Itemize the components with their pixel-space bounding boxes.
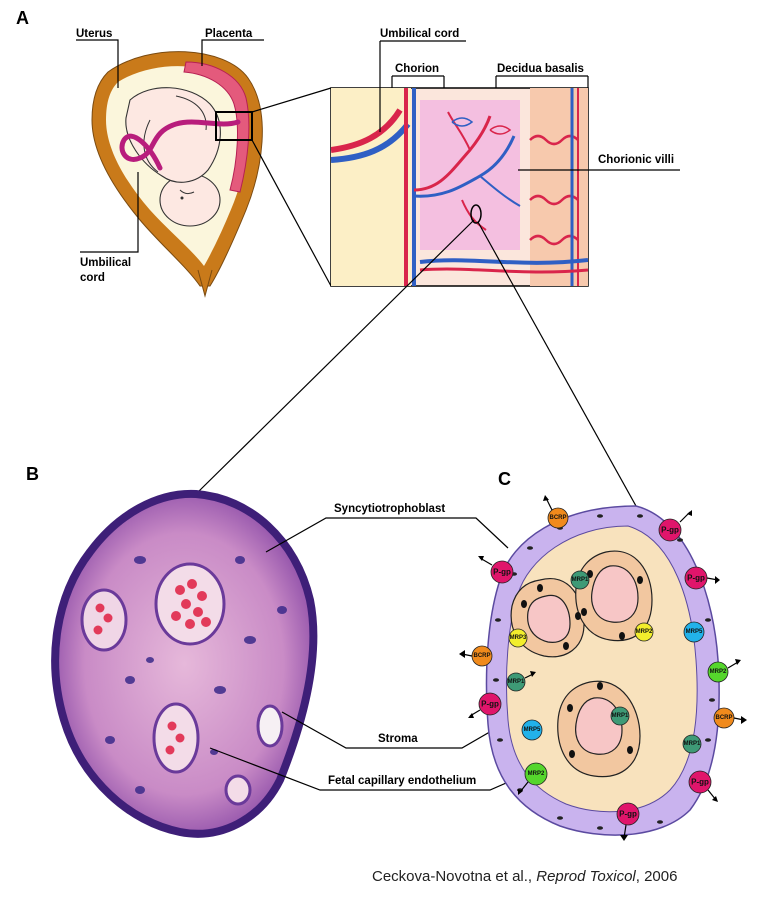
- pgp-transporter: P-gp: [688, 770, 718, 802]
- mrp1-transporter: MRP1: [682, 734, 702, 754]
- pgp-transporter: P-gp: [658, 510, 692, 542]
- mrp2-label: MRP2: [528, 771, 545, 777]
- pgp-label: P-gp: [661, 526, 679, 535]
- bcrp-label: BCRP: [715, 715, 732, 721]
- label-uterus: Uterus: [76, 28, 112, 40]
- mrp2-transporter: MRP2: [707, 659, 741, 683]
- citation: Ceckova-Novotna et al., Reprod Toxicol, …: [372, 868, 677, 885]
- pgp-transporter: P-gp: [684, 566, 720, 590]
- bcrp-label: BCRP: [473, 653, 490, 659]
- mrp5-transporter: MRP5: [521, 719, 543, 741]
- pgp-label: P-gp: [619, 810, 637, 819]
- mrp1-label: MRP1: [572, 577, 589, 583]
- pgp-transporter: P-gp: [478, 556, 514, 584]
- panel-c-letter: C: [498, 469, 511, 489]
- label-stroma: Stroma: [378, 733, 418, 745]
- mrp3-transporter: MRP3: [508, 628, 528, 648]
- panel-a-letter: A: [16, 8, 29, 28]
- mrp2-label: MRP2: [636, 629, 653, 635]
- bcrp-transporter: BCRP: [713, 707, 747, 729]
- mrp1-transporter: MRP1: [506, 671, 536, 692]
- label-placenta: Placenta: [205, 28, 253, 40]
- label-decidua-basalis: Decidua basalis: [497, 63, 584, 75]
- uterus-illustration: [91, 51, 263, 298]
- mrp1-label: MRP1: [612, 713, 629, 719]
- bcrp-label: BCRP: [549, 515, 566, 521]
- mrp5-transporter: MRP5: [683, 621, 705, 643]
- citation-suffix: , 2006: [635, 868, 678, 885]
- label-fetal-capillary-endothelium: Fetal capillary endothelium: [328, 775, 476, 787]
- bcrp-transporter: BCRP: [459, 645, 493, 667]
- mrp1-transporter: MRP1: [570, 570, 590, 590]
- pgp-transporter: P-gp: [616, 802, 640, 841]
- label-umbilical-cord-a-line1: Umbilical: [80, 257, 131, 269]
- placenta-zoom-inset: [330, 87, 589, 287]
- histology-villus: [51, 489, 318, 838]
- pgp-label: P-gp: [691, 778, 709, 787]
- label-chorionic-villi: Chorionic villi: [598, 154, 674, 166]
- pgp-label: P-gp: [493, 568, 511, 577]
- citation-journal: Reprod Toxicol: [536, 868, 636, 885]
- mrp2-label: MRP2: [710, 669, 727, 675]
- transporter-schematic: [485, 505, 720, 836]
- label-syncytiotrophoblast: Syncytiotrophoblast: [334, 503, 445, 515]
- panel-b-letter: B: [26, 464, 39, 484]
- label-chorion: Chorion: [395, 63, 439, 75]
- transporters: P-gp P-gp P-gp P-gp P-gp P-gp: [459, 495, 747, 841]
- mrp5-label: MRP5: [524, 727, 541, 733]
- mrp1-label: MRP1: [508, 679, 525, 685]
- label-umbilical-cord-zoom: Umbilical cord: [380, 28, 459, 40]
- bcrp-transporter: BCRP: [543, 495, 569, 529]
- mrp3-label: MRP3: [510, 635, 527, 641]
- pgp-label: P-gp: [481, 700, 499, 709]
- mrp5-label: MRP5: [686, 629, 703, 635]
- mrp2-transporter: MRP2: [634, 622, 654, 642]
- mrp1-transporter: MRP1: [610, 706, 630, 726]
- mrp2-transporter: MRP2: [518, 762, 548, 795]
- pgp-transporter: P-gp: [468, 692, 502, 718]
- mrp1-label: MRP1: [684, 741, 701, 747]
- pgp-label: P-gp: [687, 574, 705, 583]
- citation-prefix: Ceckova-Novotna et al.,: [372, 868, 537, 885]
- label-umbilical-cord-a-line2: cord: [80, 272, 105, 284]
